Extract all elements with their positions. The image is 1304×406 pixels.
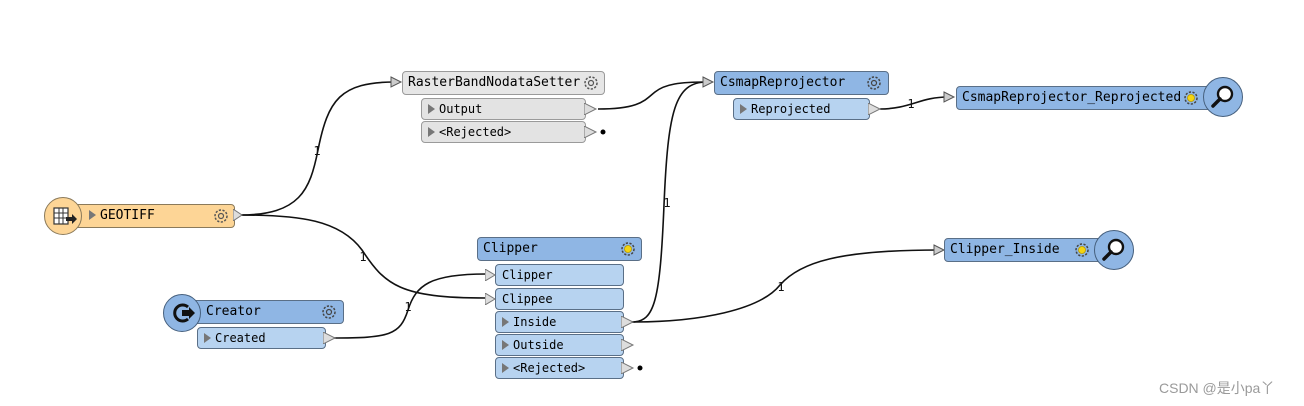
connection-count-3: 1 (404, 300, 411, 314)
gear-icon[interactable] (865, 74, 883, 92)
sun-gear-icon[interactable] (619, 240, 637, 258)
rejected-terminal-dot (600, 129, 606, 135)
rasterband-nodata-setter-node[interactable]: RasterBandNodataSetter (402, 71, 605, 95)
clipper-output-outside-port[interactable]: Outside (495, 334, 624, 356)
connection-count-5: 1 (663, 196, 670, 210)
port-label: Output (439, 102, 483, 116)
port-label: Clippee (502, 292, 553, 306)
creator-node[interactable]: Creator (185, 300, 344, 324)
port-label: Clipper (502, 268, 553, 282)
clipper-inside-inspector-node[interactable]: Clipper_Inside (944, 238, 1109, 262)
expand-triangle-icon[interactable] (428, 127, 435, 137)
expand-triangle-icon[interactable] (502, 363, 509, 373)
clipper-output-inside-port[interactable]: Inside (495, 311, 624, 333)
expand-triangle-icon[interactable] (204, 333, 211, 343)
connection-geotiff-clippee[interactable] (239, 214, 487, 299)
port-label: Reprojected (751, 102, 831, 116)
magnifier-icon[interactable] (1094, 230, 1134, 270)
gear-icon[interactable] (320, 303, 338, 321)
connection-created-clipper[interactable] (331, 273, 487, 339)
connection-geotiff-rasterband[interactable] (239, 81, 396, 216)
sun-gear-icon[interactable] (1073, 241, 1091, 259)
creator-created-port[interactable]: Created (197, 327, 326, 349)
rasterband-label: RasterBandNodataSetter (408, 75, 581, 90)
csmap-reprojected-inspector-node[interactable]: CsmapReprojector_Reprojected (956, 86, 1216, 110)
connection-count-6: 1 (907, 97, 914, 111)
port-label: <Rejected> (513, 361, 586, 375)
expand-triangle-icon[interactable] (502, 340, 509, 350)
clipper-label: Clipper (483, 241, 538, 256)
connection-reprojected-output[interactable] (879, 96, 949, 110)
port-label: Created (215, 331, 266, 345)
input-port-arrow-icon[interactable] (485, 269, 497, 281)
connection-count-2: 1 (359, 250, 366, 264)
csmap-reprojected-port[interactable]: Reprojected (733, 98, 870, 120)
watermark-text: CSDN @是小pa丫 (1159, 380, 1275, 396)
port-label: <Rejected> (439, 125, 512, 139)
connection-inside-csmap[interactable] (631, 81, 708, 323)
output-port-arrow-icon[interactable] (621, 362, 635, 374)
geotiff-label: GEOTIFF (100, 208, 155, 223)
inspector-label: Clipper_Inside (950, 242, 1060, 257)
connection-output-csmap[interactable] (597, 81, 708, 110)
expand-triangle-icon[interactable] (89, 210, 96, 220)
clipper-output-rejected-port[interactable]: <Rejected> (495, 357, 624, 379)
clipper-input-clipper-port[interactable]: Clipper (495, 264, 624, 286)
output-port-arrow-icon[interactable] (233, 209, 243, 221)
output-port-arrow-icon[interactable] (621, 316, 635, 328)
output-port-arrow-icon[interactable] (584, 126, 598, 138)
clipper-node[interactable]: Clipper (477, 237, 642, 261)
rejected-terminal-dot (637, 365, 643, 371)
reader-table-icon (44, 197, 82, 235)
connection-count-7: 1 (777, 280, 784, 294)
inspector-label: CsmapReprojector_Reprojected (962, 90, 1182, 105)
rasterband-rejected-port[interactable]: <Rejected> (421, 121, 586, 143)
port-label: Inside (513, 315, 557, 329)
output-port-arrow-icon[interactable] (868, 103, 882, 115)
output-port-arrow-icon[interactable] (323, 332, 337, 344)
output-port-arrow-icon[interactable] (584, 103, 598, 115)
input-port-arrow-icon[interactable] (485, 293, 497, 305)
csmap-label: CsmapReprojector (720, 75, 846, 90)
creator-icon (163, 294, 201, 332)
csmap-reprojector-node[interactable]: CsmapReprojector (714, 71, 889, 95)
expand-triangle-icon[interactable] (740, 104, 747, 114)
geotiff-reader-node[interactable]: GEOTIFF (72, 204, 235, 228)
creator-label: Creator (206, 304, 261, 319)
sun-gear-icon[interactable] (1182, 89, 1200, 107)
gear-icon[interactable] (212, 207, 230, 225)
port-label: Outside (513, 338, 564, 352)
clipper-input-clippee-port[interactable]: Clippee (495, 288, 624, 310)
connection-inside-clipperinside[interactable] (631, 249, 939, 323)
gear-icon[interactable] (582, 74, 600, 92)
output-port-arrow-icon[interactable] (621, 339, 635, 351)
expand-triangle-icon[interactable] (428, 104, 435, 114)
expand-triangle-icon[interactable] (502, 317, 509, 327)
connection-count-1: 1 (313, 144, 320, 158)
rasterband-output-port[interactable]: Output (421, 98, 586, 120)
magnifier-icon[interactable] (1203, 77, 1243, 117)
